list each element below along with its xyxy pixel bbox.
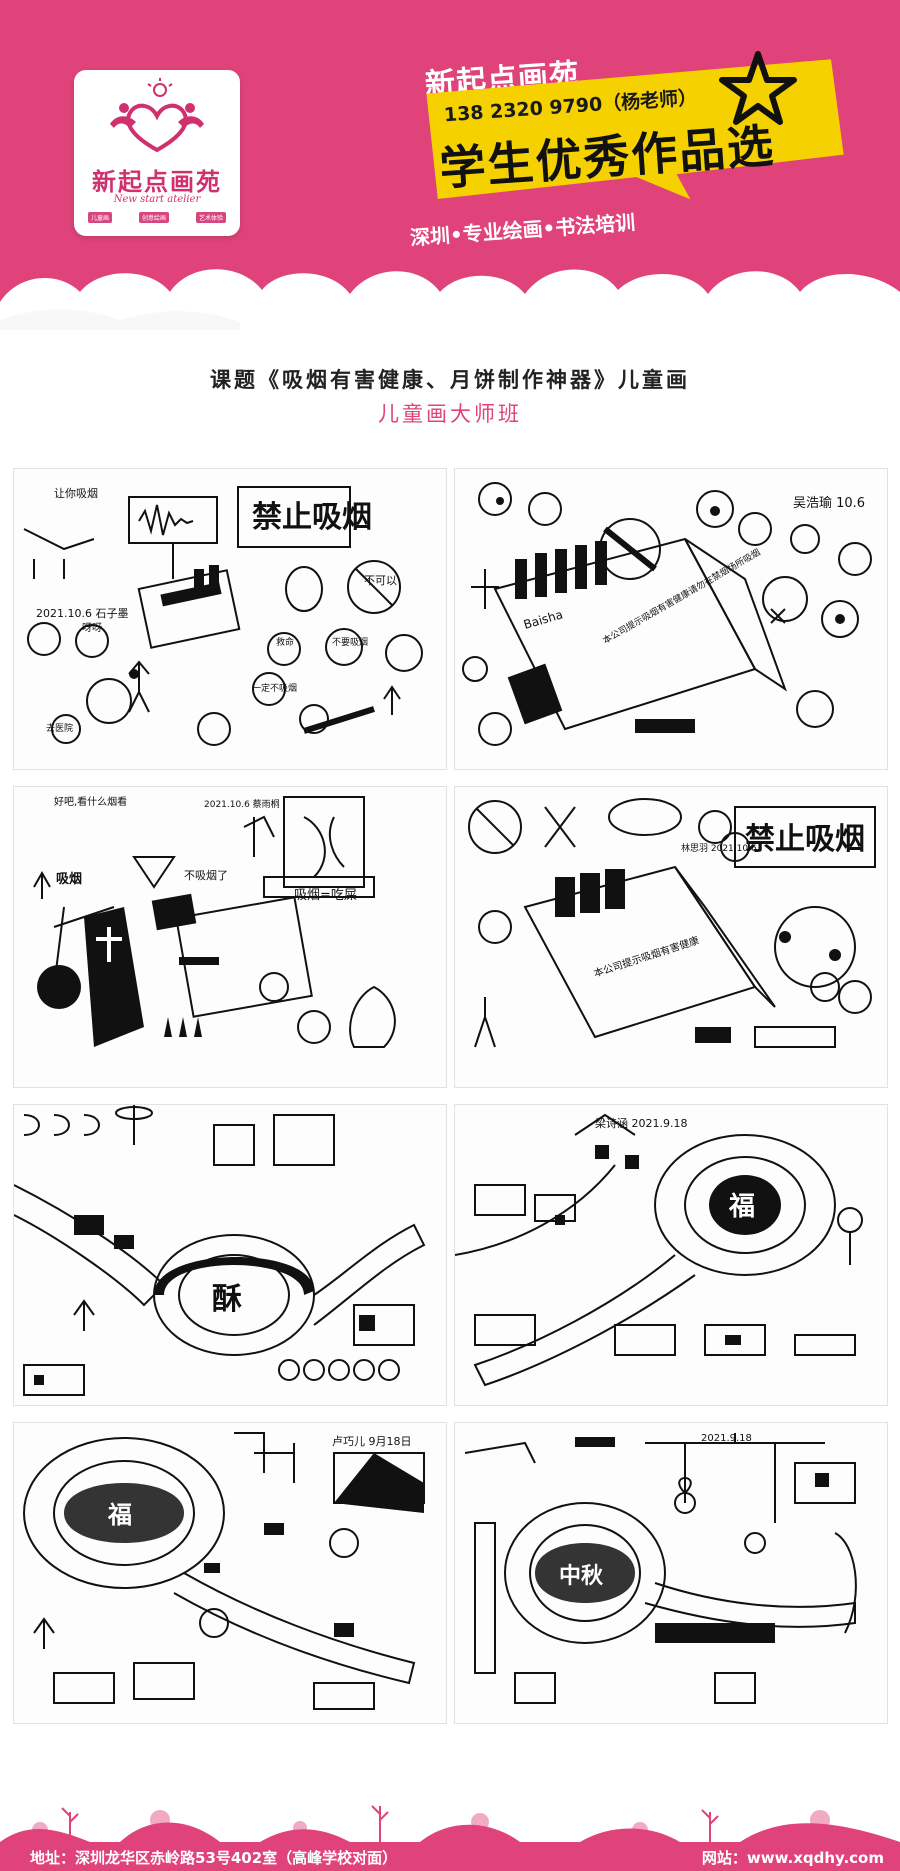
- artwork-7-signature: 卢巧儿 9月18日: [332, 1435, 412, 1448]
- artwork-3-sign-slogan: 吸烟=吃屎: [294, 887, 357, 903]
- drawing-coffin: 吸烟 吸烟=吃屎 不吸烟了 好吧,看什么烟看 2021.10.6 蔡雨桐: [33, 795, 396, 1048]
- artwork-7-mooncake-label: 福: [107, 1501, 132, 1529]
- artwork-7: 福 卢巧儿 9月18日: [13, 1422, 447, 1724]
- star-icon: [719, 51, 797, 125]
- artwork-8: 中秋 2021.9.18: [454, 1422, 888, 1724]
- artwork-6-mooncake-label: 福: [728, 1192, 755, 1222]
- artwork-8-mooncake-label: 中秋: [559, 1564, 604, 1589]
- cloud-edge-decoration: [0, 269, 900, 330]
- artwork-3-bubble: 好吧,看什么烟看: [54, 795, 127, 808]
- artwork-4-sign-no-smoking: 禁止吸烟: [745, 822, 865, 857]
- logo-tag: 儿童画: [88, 212, 113, 223]
- artwork-1-signature: 2021.10.6 石子墨: [36, 607, 128, 620]
- footer-bar: 地址：深圳龙华区赤岭路53号402室（高峰学校对面） 网站：www.xqdhy.…: [0, 1842, 900, 1871]
- drawing-cigarette-pack: Baisha 本公司提示吸烟有害健康请勿在禁烟场所吸烟 吴浩瑜 10.6: [462, 482, 872, 746]
- artwork-3-sign-quit: 不吸烟了: [184, 868, 228, 882]
- artwork-4: 禁止吸烟 本公司提示吸烟有害健康 林思羽 2021.10.6: [454, 786, 888, 1088]
- artwork-4-warning: 本公司提示吸烟有害健康: [592, 933, 701, 979]
- course-title: 课题《吸烟有害健康、月饼制作神器》儿童画: [210, 368, 690, 392]
- logo-english-name: New start atelier: [113, 194, 201, 205]
- artwork-3: 吸烟 吸烟=吃屎 不吸烟了 好吧,看什么烟看 2021.10.6 蔡雨桐: [13, 786, 447, 1088]
- artwork-1-bubble: 去医院: [46, 722, 73, 734]
- drawing-mooncake-city: 中秋 2021.9.18: [464, 1433, 857, 1704]
- artwork-8-signature: 2021.9.18: [701, 1433, 752, 1444]
- drawing-no-smoking: 禁止吸烟 不可以 让你吸烟 呀呀 救命 不要吸烟 去医院 一定不吸烟 2021.…: [23, 486, 423, 746]
- logo-tag: 艺术体验: [195, 212, 226, 223]
- drawing-no-smoking-2: 禁止吸烟 本公司提示吸烟有害健康 林思羽 2021.10.6: [468, 798, 876, 1048]
- footer-website: 网站：www.xqdhy.com: [701, 1849, 884, 1867]
- logo-chinese-name: 新起点画苑: [92, 167, 222, 196]
- footer-address: 地址：深圳龙华区赤岭路53号402室（高峰学校对面）: [30, 1849, 398, 1867]
- artwork-4-signature: 林思羽 2021.10.6: [681, 842, 757, 854]
- drawing-mooncake-spoon: 福 梁诗涵 2021.9.18: [455, 1113, 863, 1387]
- artwork-3-signature: 2021.10.6 蔡雨桐: [204, 798, 280, 810]
- artwork-2: Baisha 本公司提示吸烟有害健康请勿在禁烟场所吸烟 吴浩瑜 10.6: [454, 468, 888, 770]
- artwork-6: 福 梁诗涵 2021.9.18: [454, 1104, 888, 1406]
- footer-flower-decoration: [0, 1805, 900, 1842]
- artwork-5: 酥: [13, 1104, 447, 1406]
- header-banner: 新起点画苑 New start atelier 儿童画 创意绘画 艺术体验 新起…: [0, 0, 900, 330]
- drawing-mooncake-press: 酥: [14, 1105, 426, 1396]
- class-name: 儿童画大师班: [378, 402, 522, 426]
- artwork-1: 禁止吸烟 不可以 让你吸烟 呀呀 救命 不要吸烟 去医院 一定不吸烟 2021.…: [13, 468, 447, 770]
- artwork-1-bubble: 不要吸烟: [332, 636, 368, 648]
- artwork-6-signature: 梁诗涵 2021.9.18: [595, 1116, 687, 1130]
- artwork-1-bubble: 呀呀: [82, 622, 102, 634]
- logo-card: 新起点画苑 New start atelier 儿童画 创意绘画 艺术体验: [74, 70, 240, 236]
- artwork-2-signature: 吴浩瑜 10.6: [793, 496, 865, 511]
- artwork-5-mooncake-label: 酥: [212, 1282, 242, 1317]
- logo-tag-row: 儿童画 创意绘画 艺术体验: [88, 212, 226, 223]
- artwork-1-sign-not-allowed: 不可以: [364, 574, 397, 587]
- artwork-1-bubble: 让你吸烟: [54, 486, 98, 500]
- artwork-2-warning: 本公司提示吸烟有害健康请勿在禁烟场所吸烟: [601, 546, 763, 646]
- artwork-3-sign-smoking: 吸烟: [56, 872, 82, 887]
- logo-tag: 创意绘画: [138, 212, 169, 223]
- drawing-mooncake-factory: 福 卢巧儿 9月18日: [23, 1432, 425, 1710]
- logo-heart-figures-icon: [110, 78, 204, 153]
- artwork-1-bubble: 一定不吸烟: [252, 682, 297, 694]
- artwork-1-sign-no-smoking: 禁止吸烟: [252, 500, 372, 535]
- artwork-2-brand: Baisha: [522, 607, 564, 632]
- artwork-1-bubble: 救命: [276, 636, 294, 648]
